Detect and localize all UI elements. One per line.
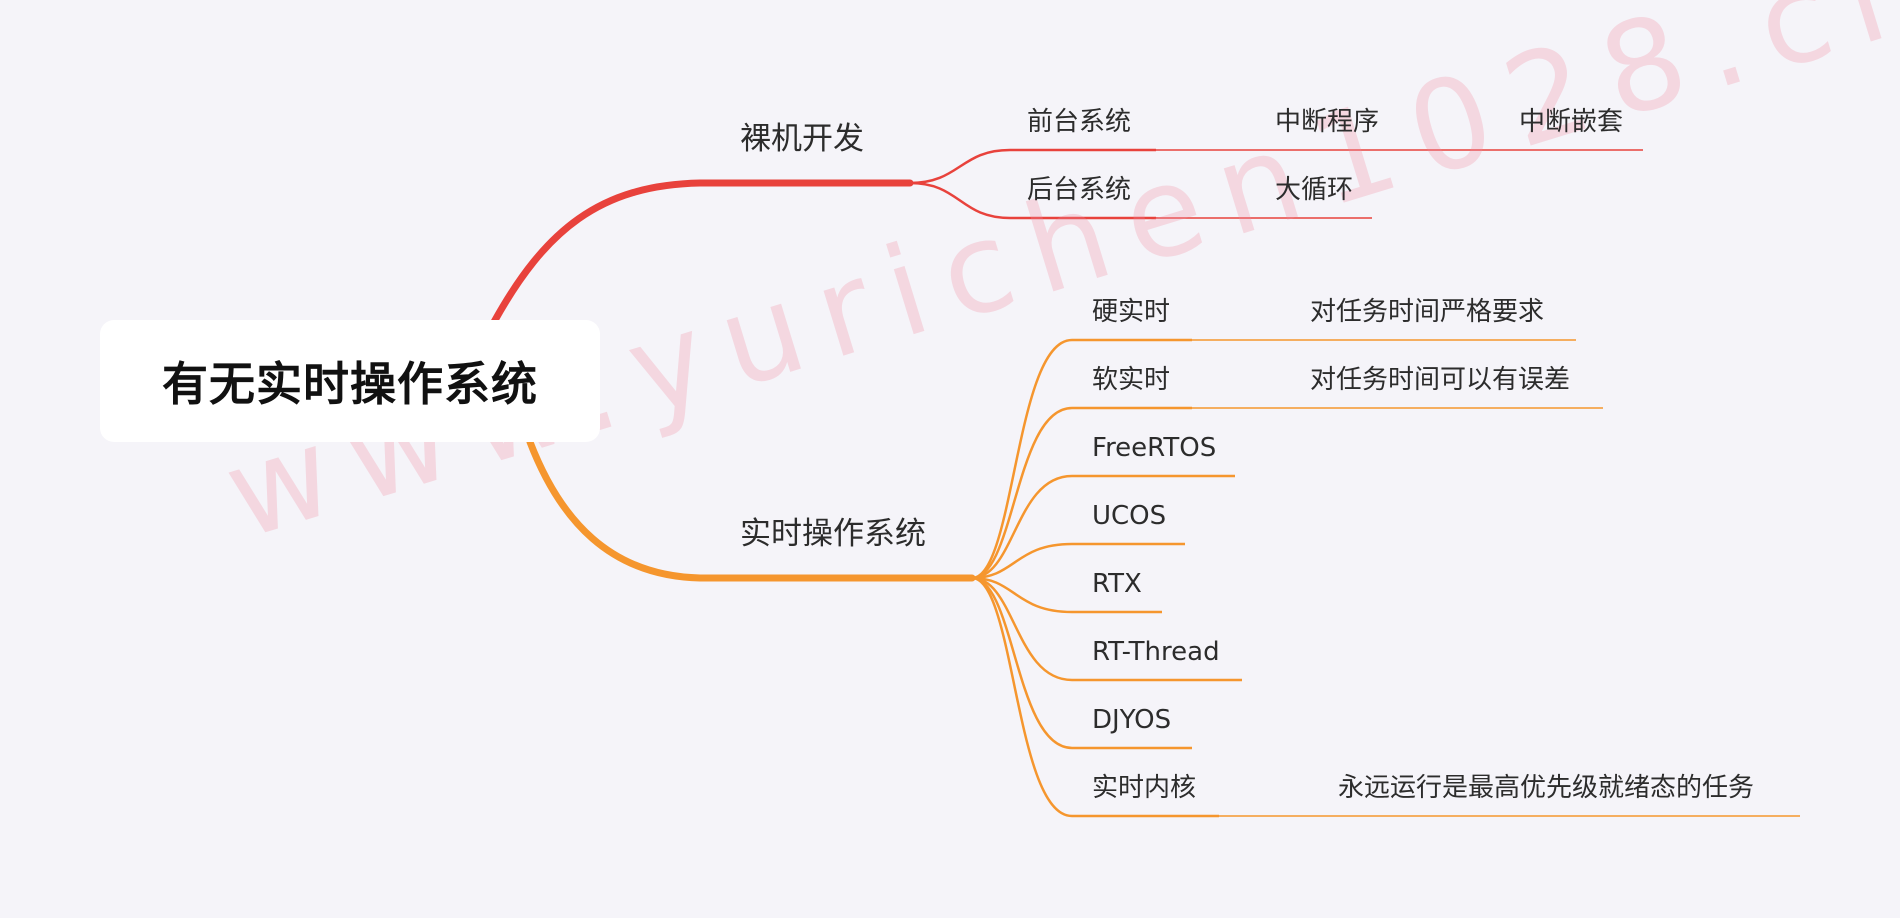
connector-djyos [971, 576, 1192, 750]
connector-background [909, 181, 1156, 220]
topic-background-system[interactable]: 后台系统 [1027, 175, 1132, 205]
topic-djyos[interactable]: DJYOS [1092, 705, 1172, 735]
root-topic[interactable]: 有无实时操作系统 [100, 320, 600, 442]
topic-ucos[interactable]: UCOS [1092, 501, 1167, 531]
topic-hard-realtime-desc[interactable]: 对任务时间严格要求 [1310, 297, 1545, 327]
connector-kernel [971, 576, 1219, 818]
topic-rtx[interactable]: RTX [1092, 569, 1142, 599]
topic-hard-realtime[interactable]: 硬实时 [1092, 297, 1171, 327]
topic-foreground-system[interactable]: 前台系统 [1027, 107, 1132, 137]
connector-freertos [971, 474, 1235, 580]
root-topic-label: 有无实时操作系统 [162, 357, 538, 411]
connector-rt-thread [971, 576, 1242, 682]
topic-big-loop[interactable]: 大循环 [1275, 175, 1354, 205]
connector-root-baremetal [490, 179, 914, 326]
topic-soft-realtime-desc[interactable]: 对任务时间可以有误差 [1310, 365, 1571, 395]
connector-root-rtos [526, 438, 976, 582]
branch-rtos[interactable]: 实时操作系统 [740, 516, 926, 552]
topic-realtime-kernel-desc[interactable]: 永远运行是最高优先级就绪态的任务 [1338, 773, 1755, 803]
connector-rtx [971, 576, 1162, 614]
connector-soft-rt [971, 406, 1192, 580]
connector-hard-rt [971, 338, 1192, 580]
connector-foreground [909, 148, 1156, 185]
topic-interrupt-program[interactable]: 中断程序 [1275, 107, 1380, 137]
topic-realtime-kernel[interactable]: 实时内核 [1092, 773, 1197, 803]
topic-soft-realtime[interactable]: 软实时 [1092, 365, 1171, 395]
topic-rt-thread[interactable]: RT-Thread [1092, 637, 1220, 667]
topic-freertos[interactable]: FreeRTOS [1092, 433, 1217, 463]
connector-ucos [971, 542, 1185, 580]
topic-interrupt-nesting[interactable]: 中断嵌套 [1519, 107, 1624, 137]
branch-bare-metal[interactable]: 裸机开发 [740, 121, 864, 157]
